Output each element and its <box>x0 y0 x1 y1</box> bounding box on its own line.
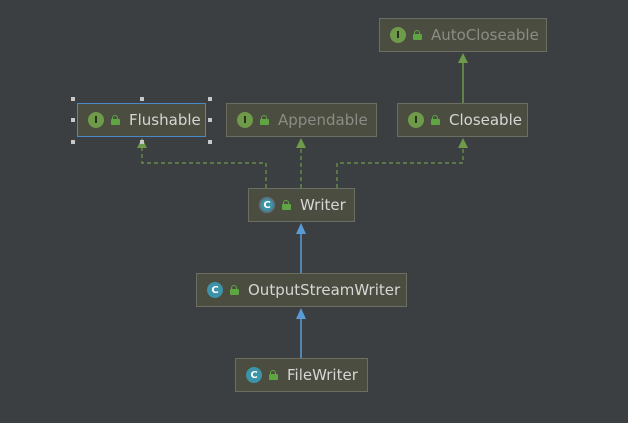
selection-handle[interactable] <box>208 118 212 122</box>
node-label: Closeable <box>449 111 522 129</box>
selection-handle[interactable] <box>208 97 212 101</box>
arrowhead-outputstreamwriter <box>296 308 306 319</box>
arrowhead-writer <box>296 223 306 234</box>
selection-handle[interactable] <box>71 118 75 122</box>
node-appendable[interactable]: I Appendable <box>226 103 377 137</box>
public-visibility-icon <box>282 200 291 210</box>
class-icon: C <box>246 367 262 383</box>
public-visibility-icon <box>269 370 278 380</box>
node-autocloseable[interactable]: I AutoCloseable <box>379 18 547 52</box>
selection-handle[interactable] <box>71 97 75 101</box>
arrowhead-appendable <box>296 138 306 148</box>
abstract-class-icon: C <box>259 197 275 213</box>
node-writer[interactable]: C Writer <box>248 188 355 222</box>
selection-handle[interactable] <box>71 140 75 144</box>
interface-icon: I <box>237 112 253 128</box>
public-visibility-icon <box>111 115 120 125</box>
public-visibility-icon <box>230 285 239 295</box>
node-outputstreamwriter[interactable]: C OutputStreamWriter <box>196 273 407 307</box>
selection-handle[interactable] <box>208 140 212 144</box>
node-label: OutputStreamWriter <box>248 281 401 299</box>
interface-icon: I <box>88 112 104 128</box>
node-label: Flushable <box>129 111 201 129</box>
public-visibility-icon <box>431 115 440 125</box>
public-visibility-icon <box>413 30 422 40</box>
node-label: Appendable <box>278 111 368 129</box>
arrowhead-closeable <box>458 138 468 148</box>
node-flushable[interactable]: I Flushable <box>77 103 206 137</box>
selection-handle[interactable] <box>140 140 144 144</box>
edge-writer-closeable <box>336 148 464 188</box>
node-label: FileWriter <box>287 366 358 384</box>
node-filewriter[interactable]: C FileWriter <box>235 358 368 392</box>
class-icon: C <box>207 282 223 298</box>
interface-icon: I <box>390 27 406 43</box>
node-label: Writer <box>300 196 346 214</box>
node-label: AutoCloseable <box>431 26 539 44</box>
selection-handle[interactable] <box>140 97 144 101</box>
interface-icon: I <box>408 112 424 128</box>
node-closeable[interactable]: I Closeable <box>397 103 528 137</box>
edge-writer-flushable <box>141 148 267 188</box>
arrowhead-autocloseable <box>458 53 468 63</box>
public-visibility-icon <box>260 115 269 125</box>
